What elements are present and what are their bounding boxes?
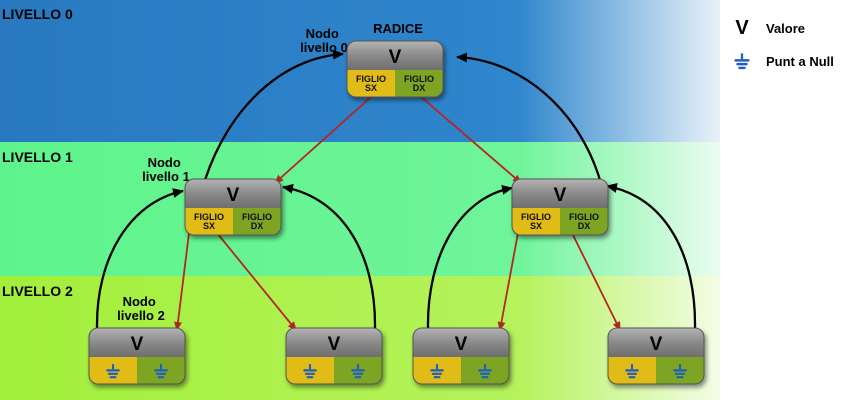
leaf-node: V	[88, 327, 186, 385]
left-child-pointer	[185, 208, 233, 235]
ground-icon	[106, 364, 120, 379]
child-pointer-arrow	[419, 95, 522, 184]
child-pointer-arrow	[274, 95, 373, 184]
node-value-symbol: V	[455, 334, 468, 355]
node-value-symbol: V	[389, 47, 402, 68]
child-pointer-arrow	[497, 232, 519, 331]
right-child-pointer	[233, 208, 281, 235]
parent-pointer-arrow	[95, 188, 184, 329]
level-1-label: LIVELLO 1	[2, 149, 73, 165]
node-value-area	[89, 328, 185, 357]
node-value-symbol: V	[328, 334, 341, 355]
legend-null-label: Punt a Null	[766, 54, 834, 69]
edges-layer	[95, 49, 697, 331]
node-value-area	[512, 179, 608, 208]
legend-value-label: Valore	[766, 21, 805, 36]
parent-pointer-arrow	[282, 183, 377, 329]
child-pointer-arrow	[174, 232, 190, 331]
node-value-area	[608, 328, 704, 357]
ground-icon	[430, 364, 444, 379]
level-1-caption: Nodo livello 1	[142, 155, 190, 184]
ground-icon	[625, 364, 639, 379]
level-0-label: LIVELLO 0	[2, 6, 73, 22]
node-value-symbol: V	[650, 334, 663, 355]
ground-icon	[154, 364, 168, 379]
ground-icon	[734, 53, 750, 70]
child-pointer-arrow	[216, 232, 297, 331]
right-child-pointer	[395, 70, 443, 97]
parent-pointer-arrow	[203, 49, 344, 181]
ground-icon	[478, 364, 492, 379]
leaf-node: V	[607, 327, 705, 385]
leaf-node: V	[285, 327, 383, 385]
leaf-node: V	[412, 327, 510, 385]
left-child-pointer	[347, 70, 395, 97]
node-value-area	[185, 179, 281, 208]
legend-value-symbol: V	[735, 17, 749, 39]
level-2-caption: Nodo livello 2	[117, 294, 165, 323]
level-1-band	[0, 142, 720, 276]
root-label: RADICE	[373, 21, 423, 36]
ground-icon	[673, 364, 687, 379]
ground-icon	[351, 364, 365, 379]
right-child-pointer	[560, 208, 608, 235]
node-value-area	[413, 328, 509, 357]
child-pointer-arrow	[571, 232, 621, 331]
level-2-label: LIVELLO 2	[2, 283, 73, 299]
legend: V Valore Punt a Null	[734, 17, 834, 70]
node-value-symbol: V	[554, 185, 567, 206]
level-0-caption: Nodo livello 0	[300, 26, 348, 55]
node-value-symbol: V	[227, 185, 240, 206]
node-value-area	[286, 328, 382, 357]
parent-pointer-arrow	[606, 183, 697, 329]
ground-icon	[303, 364, 317, 379]
node-value-area	[347, 41, 443, 70]
node-value-symbol: V	[131, 334, 144, 355]
parent-pointer-arrow	[456, 52, 602, 181]
parent-pointer-arrow	[426, 184, 513, 329]
left-child-pointer	[512, 208, 560, 235]
ground-icon	[734, 53, 750, 70]
